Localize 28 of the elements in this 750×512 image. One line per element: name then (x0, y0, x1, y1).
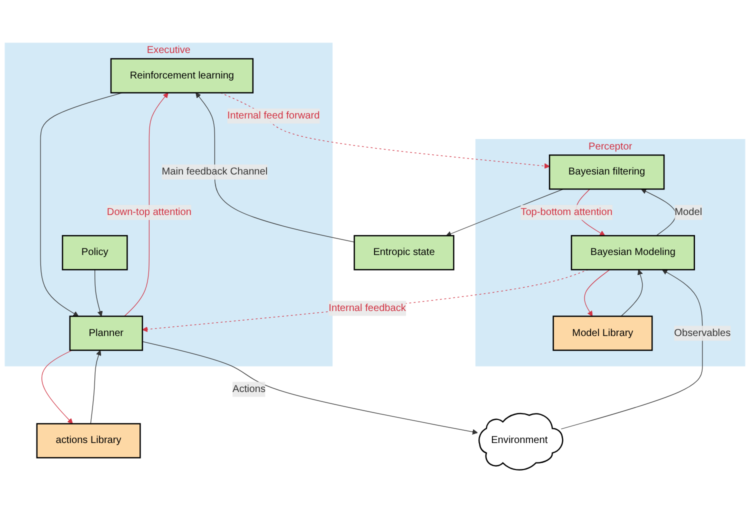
edge-label: Observables (674, 327, 731, 338)
node-box: Reinforcement learning (110, 58, 254, 93)
node-box: Policy (62, 234, 128, 270)
edge-label: Main feedback Channel (162, 166, 268, 177)
arrow (142, 340, 478, 434)
edge-label: Internal feedback (328, 302, 406, 313)
arrow (41, 350, 73, 424)
node-box: actions Library (36, 422, 141, 458)
arrow (40, 92, 123, 316)
arrow (560, 269, 703, 429)
node-box: Model Library (552, 315, 653, 350)
node-box: Bayesian filtering (548, 154, 665, 190)
edge-label: Top-bottom attention (520, 206, 613, 217)
arrow (90, 350, 102, 424)
arrow (446, 188, 564, 236)
edge-label: Down-top attention (106, 206, 192, 217)
arrow (124, 92, 168, 316)
node-box: Bayesian Modeling (570, 234, 695, 270)
arrow (94, 268, 103, 316)
node-box: Planner (69, 315, 144, 350)
arrow (640, 188, 676, 236)
arrow (196, 92, 355, 242)
edge-label: Model (674, 206, 702, 217)
arrow (584, 268, 610, 316)
edge-label: Internal feed forward (227, 110, 320, 121)
node-box: Entropic state (354, 234, 454, 270)
edge-label: Actions (232, 383, 266, 394)
arrow (620, 269, 643, 316)
